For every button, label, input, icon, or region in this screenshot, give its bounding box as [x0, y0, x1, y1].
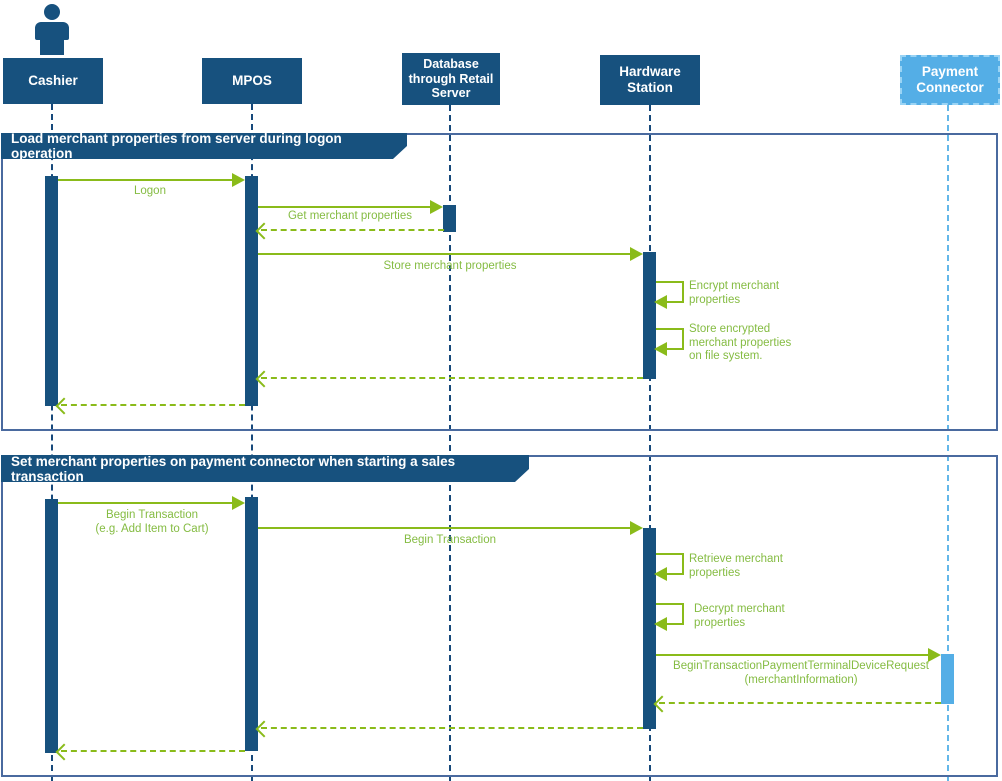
lifeline-head-cashier: Cashier: [3, 58, 103, 104]
activation-mpos-1: [245, 176, 258, 406]
actor-body: [35, 22, 69, 40]
frame-load-merchant-properties: [1, 133, 998, 431]
lifeline-head-hardware-station: Hardware Station: [600, 55, 700, 105]
message-arrow-logon: [58, 173, 245, 187]
lifeline-label: Payment Connector: [916, 64, 984, 95]
self-message-label-retrieve: Retrieve merchant properties: [689, 553, 783, 579]
activation-cashier-2: [45, 499, 58, 753]
lifeline-head-database: Database through Retail Server: [402, 53, 500, 105]
arrowhead-icon: [654, 617, 667, 631]
message-label-begin-transaction-mpos: Begin Transaction: [403, 534, 497, 546]
activation-payment-connector: [941, 654, 954, 704]
message-arrow-begin-transaction-mpos: [258, 521, 643, 535]
self-message-label-store-encrypted: Store encrypted merchant properties on f…: [689, 323, 792, 363]
arrowhead-icon: [654, 295, 667, 309]
message-label-logon: Logon: [134, 185, 166, 197]
message-label-begin-transaction-request: BeginTransactionPaymentTerminalDeviceReq…: [673, 660, 929, 686]
activation-mpos-2: [245, 497, 258, 751]
lifeline-mpos: [251, 104, 253, 781]
frame-title-text: Set merchant properties on payment conne…: [11, 453, 456, 484]
lifeline-label: MPOS: [232, 73, 272, 89]
return-arrow-mpos-to-cashier-2: [55, 743, 245, 761]
message-arrow-store-merchant-properties: [258, 247, 643, 261]
arrowhead-icon: [232, 173, 245, 187]
message-label-get-merchant-properties: Get merchant properties: [287, 210, 412, 222]
activation-hardware-2: [643, 528, 656, 729]
self-message-label-encrypt: Encrypt merchant properties: [689, 280, 780, 306]
arrowhead-icon: [430, 200, 443, 214]
return-arrow-mpos-to-cashier-1: [55, 397, 245, 415]
message-arrow-begin-transaction-request: [656, 648, 941, 662]
lifeline-head-mpos: MPOS: [202, 58, 302, 104]
return-arrow-hardware-to-mpos-2: [255, 720, 643, 738]
lifeline-head-payment-connector: Payment Connector: [900, 55, 1000, 105]
arrowhead-icon: [654, 567, 667, 581]
message-arrow-get-merchant-properties: [258, 200, 443, 214]
lifeline-cashier: [51, 104, 53, 781]
lifeline-payment-connector: [947, 105, 949, 781]
arrowhead-icon: [232, 496, 245, 510]
lifeline-database: [449, 105, 451, 781]
frame-title-load-merchant-properties: Load merchant properties from server dur…: [1, 133, 407, 159]
lifeline-label: Database through Retail Server: [408, 56, 494, 101]
lifeline-label: Cashier: [28, 73, 78, 89]
frame-title-set-merchant-properties: Set merchant properties on payment conne…: [1, 455, 529, 482]
self-message-store-encrypted: [654, 328, 684, 356]
message-arrow-begin-transaction-cashier: [58, 496, 245, 510]
arrowhead-icon: [630, 521, 643, 535]
activation-database-1: [443, 205, 456, 232]
lifeline-label: Hardware Station: [619, 64, 681, 95]
activation-hardware-1: [643, 252, 656, 379]
return-arrow-hardware-to-mpos-1: [255, 370, 643, 388]
return-arrow-connector-to-hardware: [653, 695, 941, 713]
arrowhead-icon: [630, 247, 643, 261]
frame-title-text: Load merchant properties from server dur…: [11, 131, 342, 161]
actor-legs: [40, 40, 64, 55]
lifeline-hardware-station: [649, 105, 651, 781]
self-message-label-decrypt: Decrypt merchant properties: [694, 603, 785, 629]
actor-head: [44, 4, 60, 20]
message-label-store-merchant-properties: Store merchant properties: [383, 260, 517, 272]
activation-cashier-1: [45, 176, 58, 406]
arrowhead-icon: [928, 648, 941, 662]
self-message-retrieve: [654, 553, 684, 581]
self-message-decrypt: [654, 603, 684, 631]
arrowhead-icon: [654, 342, 667, 356]
self-message-encrypt: [654, 281, 684, 309]
message-label-begin-transaction-cashier: Begin Transaction (e.g. Add Item to Cart…: [95, 509, 209, 535]
return-arrow-database-to-mpos: [255, 222, 444, 240]
